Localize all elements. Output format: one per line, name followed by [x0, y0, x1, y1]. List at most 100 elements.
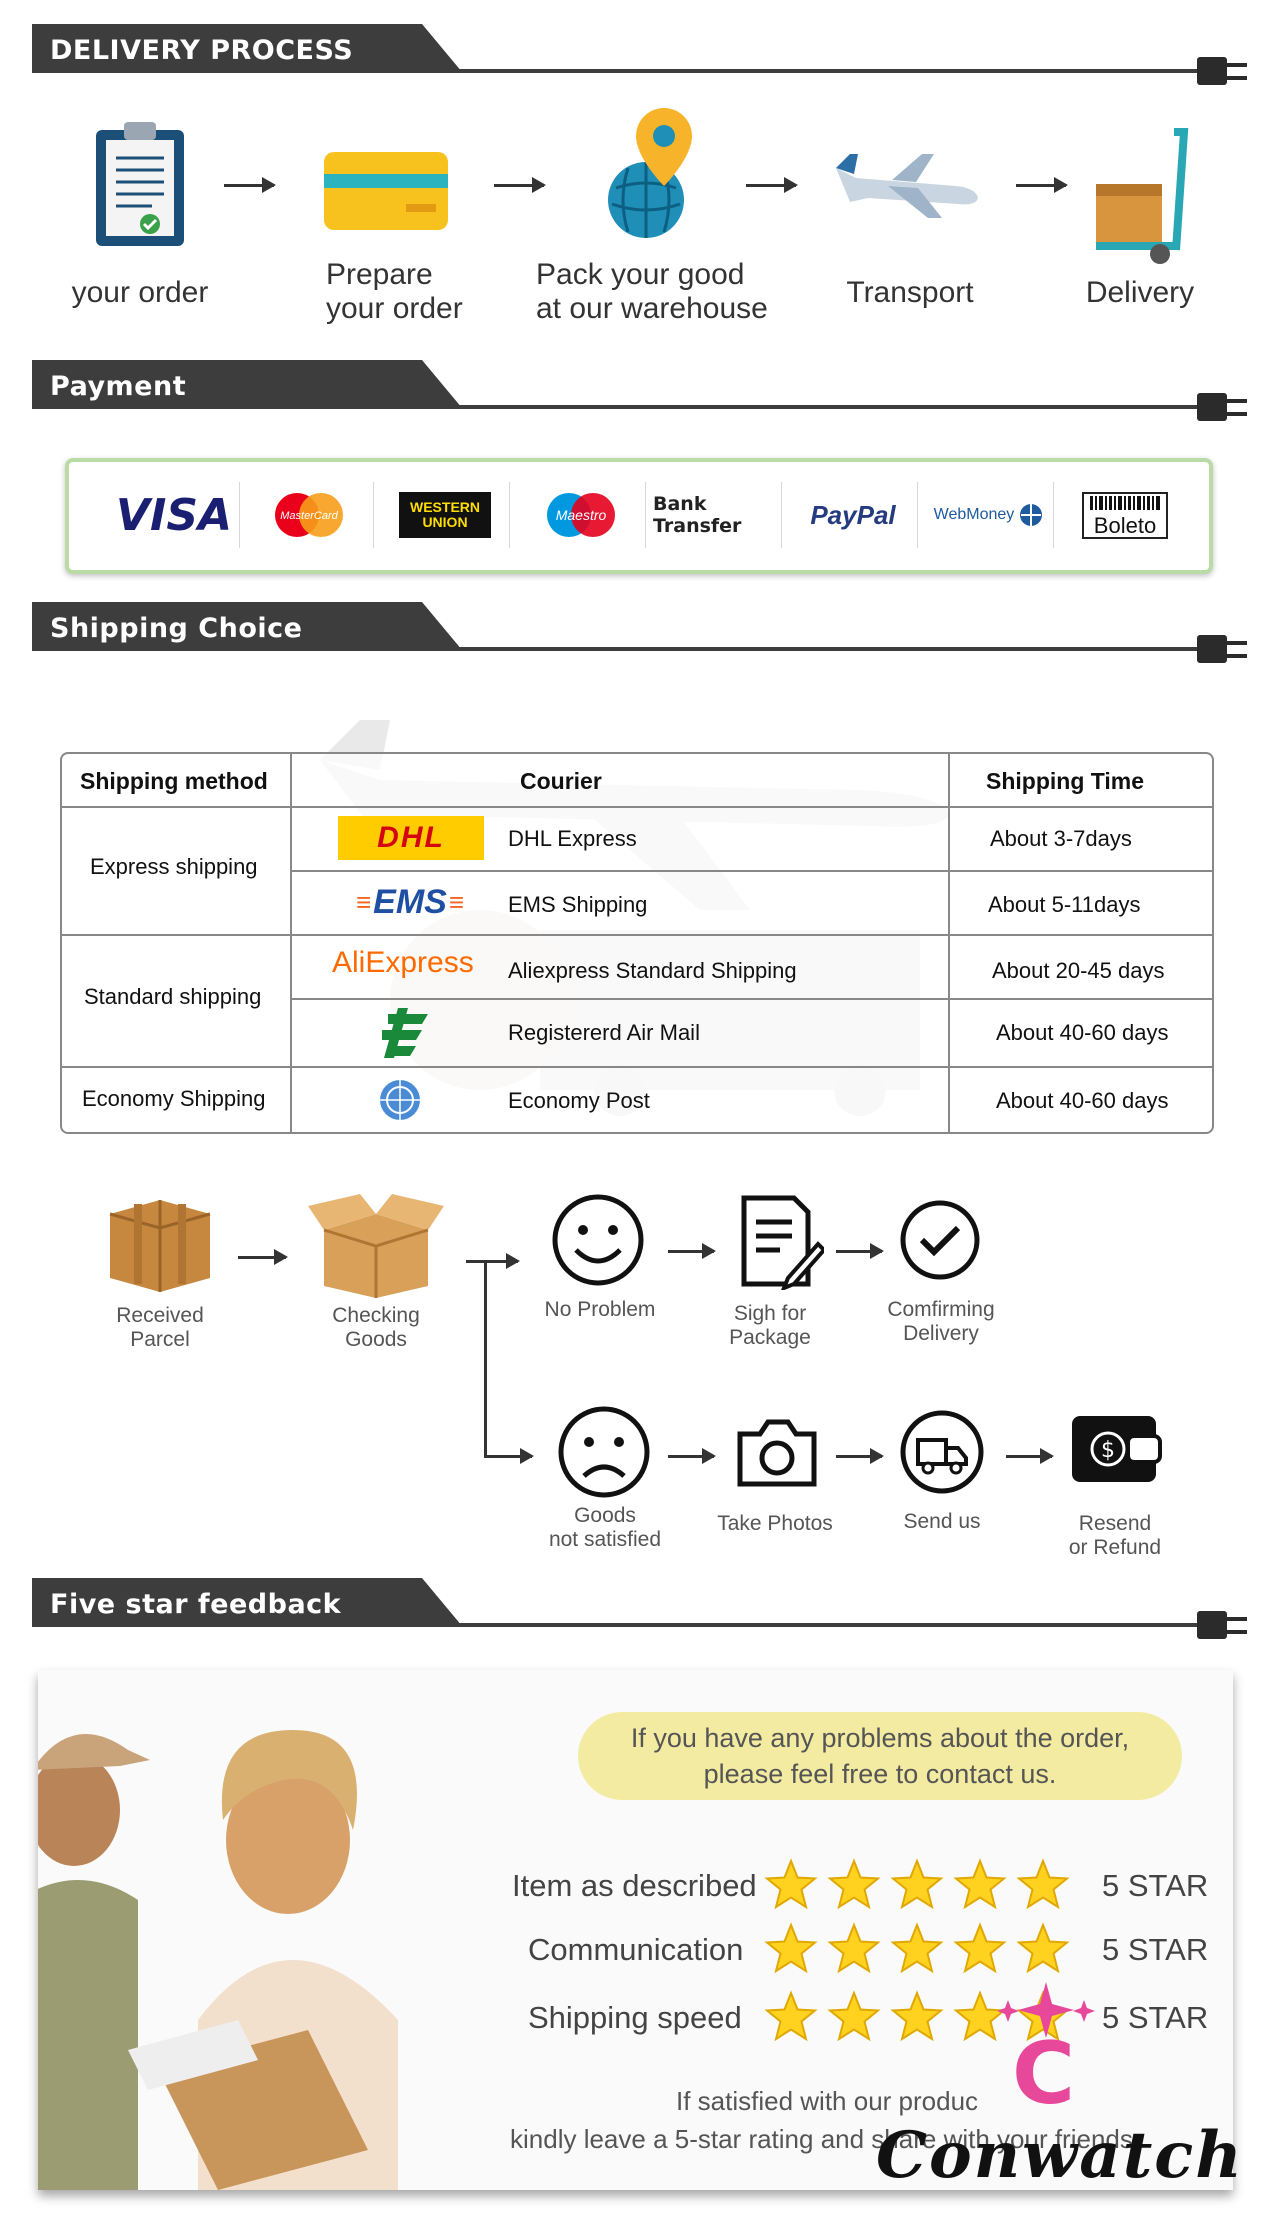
un-emblem-icon [380, 1080, 420, 1120]
shipping-time: About 3-7days [990, 826, 1132, 851]
dhl-logo: DHL [338, 816, 484, 860]
open-box-icon [308, 1194, 444, 1298]
ems-logo: ≡ EMS ≡ [355, 882, 465, 921]
section-title: Payment [50, 371, 187, 402]
shipping-time: About 5-11days [988, 892, 1141, 917]
svg-text:$: $ [1101, 1438, 1115, 1463]
as-label: Sigh for Package [729, 1302, 811, 1349]
section-title: Shipping Choice [50, 613, 303, 644]
flow-arrow [1006, 1448, 1054, 1464]
webmoney-logo: WebMoney [925, 482, 1054, 548]
brand-initial: C [1012, 2024, 1076, 2124]
section-header-payment: Payment [32, 360, 1247, 421]
group-economy: Economy Shipping [82, 1086, 266, 1111]
star-icon [1016, 1922, 1070, 1974]
boleto-logo: Boleto [1061, 482, 1189, 548]
shipping-table: Shipping method Courier Shipping Time Ex… [60, 752, 1214, 1134]
flow-arrow [484, 1253, 520, 1269]
shipping-time: About 40-60 days [996, 1020, 1169, 1045]
as-label: No Problem [544, 1298, 656, 1321]
step-label: Pack your good at our warehouse [536, 258, 768, 325]
rating-value: 5 STAR [1102, 1932, 1209, 1967]
star-icon [953, 1922, 1007, 1974]
group-express: Express shipping [90, 854, 258, 879]
step-label: Prepare your order [326, 258, 463, 325]
parcel-icon [109, 1200, 211, 1292]
star-icon [890, 1922, 944, 1974]
shipping-time: About 20-45 days [992, 958, 1165, 983]
airplane-icon [836, 154, 978, 218]
courier-name: DHL Express [508, 826, 637, 851]
header-shipping-time: Shipping Time [986, 768, 1145, 794]
as-label: Take Photos [717, 1512, 833, 1535]
star-icon [764, 1990, 818, 2042]
step-label: your order [71, 276, 209, 309]
flow-arrow [668, 1448, 716, 1464]
courier-name: Economy Post [508, 1088, 650, 1113]
globe-icon [1020, 504, 1043, 526]
as-label: Goods not satisfied [548, 1504, 662, 1551]
courier-name: Aliexpress Standard Shipping [508, 958, 797, 983]
western-union-logo: WESTERN UNION [381, 482, 510, 548]
section-title: Five star feedback [50, 1589, 342, 1620]
flow-arrow [1016, 177, 1068, 193]
globe-pin-icon [608, 108, 692, 238]
star-icon [1016, 1858, 1070, 1910]
check-circle-icon [900, 1200, 980, 1280]
brand-name: Conwatch [876, 2118, 1244, 2193]
header-courier: Courier [520, 768, 602, 794]
wallet-refund-icon: $ [1072, 1416, 1162, 1482]
section-header-shipping: Shipping Choice [32, 602, 1247, 663]
star-icon [953, 1858, 1007, 1910]
section-header-feedback: Five star feedback [32, 1578, 1247, 1639]
star-icon [827, 1922, 881, 1974]
star-icon [827, 1990, 881, 2042]
star-icon [890, 1990, 944, 2042]
rating-value: 5 STAR [1102, 2000, 1209, 2035]
as-label: Checking Goods [332, 1304, 420, 1351]
rating-label: Shipping speed [528, 2000, 742, 2035]
mastercard-logo: MasterCard [245, 482, 374, 548]
flow-arrow [836, 1448, 884, 1464]
star-icon [953, 1990, 1007, 2042]
rating-label: Item as described [512, 1868, 757, 1903]
as-label: Comfirming Delivery [887, 1298, 995, 1345]
header-shipping-method: Shipping method [80, 768, 268, 794]
maestro-text: Maestro [556, 507, 607, 523]
flow-arrow [668, 1243, 716, 1259]
as-label: Received Parcel [116, 1304, 204, 1351]
paypal-logo: PayPal [789, 482, 918, 548]
payment-methods-panel: VISA MasterCard WESTERN UNION Maestro Ba… [65, 458, 1213, 574]
aliexpress-logo: AliExpress [332, 946, 474, 979]
courier-name: EMS Shipping [508, 892, 648, 917]
star-icon [764, 1858, 818, 1910]
step-label: Delivery [1085, 276, 1195, 309]
courier-name: Registererd Air Mail [508, 1020, 700, 1045]
as-label: Send us [903, 1510, 981, 1533]
airmail-icon [382, 1008, 428, 1058]
footer-line-1: If satisfied with our produc [676, 2086, 979, 2116]
section-title: DELIVERY PROCESS [50, 35, 354, 66]
bank-transfer-logo: Bank Transfer [653, 482, 782, 548]
footer-line-2: kindly leave a 5-star rating and share w… [510, 2124, 1141, 2154]
card-icon [324, 152, 448, 230]
hand-truck-icon [1096, 128, 1189, 264]
barcode-icon [1090, 495, 1160, 510]
camera-icon [737, 1419, 817, 1487]
flow-arrow [746, 177, 798, 193]
flow-arrow [484, 1448, 534, 1464]
rating-value: 5 STAR [1102, 1868, 1209, 1903]
shipping-time: About 40-60 days [996, 1088, 1169, 1113]
as-label: Resend or Refund [1068, 1512, 1162, 1559]
sign-document-icon [741, 1195, 824, 1290]
smiley-icon [552, 1194, 644, 1286]
mastercard-text: MasterCard [280, 510, 338, 522]
flow-arrow [836, 1243, 884, 1259]
flow-arrow [238, 1249, 288, 1265]
flow-arrow [494, 177, 546, 193]
group-standard: Standard shipping [84, 984, 262, 1009]
contact-message: If you have any problems about the order… [578, 1712, 1182, 1800]
clipboard-icon [96, 122, 184, 246]
courier-delivery-photo [38, 1730, 398, 2190]
maestro-logo: Maestro [517, 482, 646, 548]
